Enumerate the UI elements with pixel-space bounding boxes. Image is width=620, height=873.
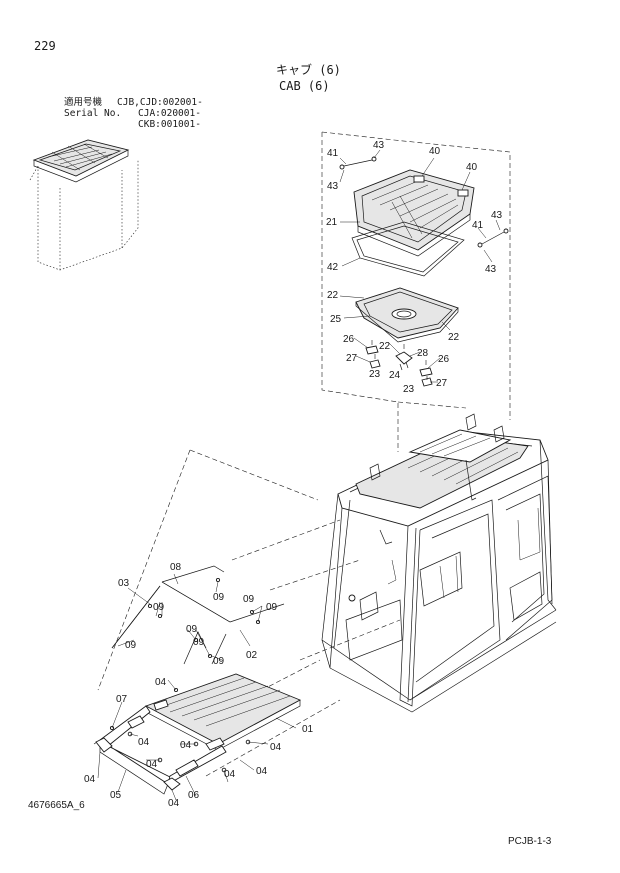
callout-04-f: 04	[224, 769, 236, 780]
callout-23-left: 23	[369, 369, 381, 380]
callout-09-b: 09	[243, 594, 255, 605]
serial-label-japanese: 適用号機	[64, 97, 103, 108]
callout-05: 05	[110, 790, 122, 801]
front-weatherstrip	[111, 585, 161, 649]
latch-hardware-group	[365, 340, 433, 387]
callout-09-a: 09	[213, 592, 225, 603]
callout-04-d: 04	[270, 742, 282, 753]
callout-25: 25	[330, 314, 342, 325]
callout-23-right: 23	[403, 384, 415, 395]
callout-04-h: 04	[84, 774, 96, 785]
callout-04-e: 04	[146, 759, 158, 770]
callout-27-left: 27	[346, 353, 358, 364]
callout-26-left: 26	[343, 334, 355, 345]
callout-06: 06	[188, 790, 200, 801]
callout-22-right: 22	[448, 332, 460, 343]
page-code: PCJB-1-3	[508, 836, 552, 847]
callout-26-right: 26	[438, 354, 450, 365]
callout-41-right: 41	[472, 220, 484, 231]
title-japanese: キャブ (6)	[276, 63, 341, 77]
gas-strut-right	[477, 228, 509, 248]
callout-43-lower-right: 43	[485, 264, 497, 275]
hatch-inner-panel	[355, 287, 459, 343]
callout-24: 24	[389, 370, 401, 381]
callout-42: 42	[327, 262, 339, 273]
lower-leader-lines	[97, 573, 297, 801]
upper-leader-lines	[339, 149, 501, 383]
callout-09-c: 09	[266, 602, 278, 613]
roof-panel	[144, 673, 302, 751]
callout-09-f: 09	[193, 637, 205, 648]
callout-04-g: 04	[256, 766, 268, 777]
callout-43-right: 43	[491, 210, 503, 221]
lower-assembly-guide-lines	[97, 449, 401, 777]
callout-09-e: 09	[186, 624, 198, 635]
callout-09-g: 09	[125, 640, 137, 651]
gas-strut-left	[339, 156, 377, 170]
callout-40-right: 40	[466, 162, 478, 173]
serial-line-3: CKB:001001-	[138, 119, 201, 130]
page-number: 229	[34, 39, 56, 53]
roof-hatch-cover	[353, 169, 475, 257]
callout-09-h: 09	[213, 656, 225, 667]
roof-cross-strip	[161, 581, 231, 623]
callout-43-left: 43	[327, 181, 339, 192]
serial-line-1: CJB,CJD:002001-	[117, 97, 203, 108]
callout-07: 07	[116, 694, 128, 705]
upper-assembly-guide-lines	[321, 131, 511, 452]
callout-09-d: 09	[153, 602, 165, 613]
callout-04-i: 04	[168, 798, 180, 809]
serial-label-english: Serial No.	[64, 108, 122, 119]
callout-04-a: 04	[155, 677, 167, 688]
callout-22-center: 22	[379, 341, 391, 352]
side-rail-strip	[161, 565, 285, 665]
drawing-id: 4676665A_6	[28, 800, 85, 811]
callout-04-b: 04	[138, 737, 150, 748]
callout-40-top: 40	[429, 146, 441, 157]
callout-27-right: 27	[436, 378, 448, 389]
callout-28: 28	[417, 348, 429, 359]
callout-02: 02	[246, 650, 258, 661]
cab-frame	[321, 413, 557, 713]
roof-lower-frame	[93, 699, 227, 795]
callout-01: 01	[302, 724, 314, 735]
hatch-seal	[351, 221, 465, 277]
callout-08: 08	[170, 562, 182, 573]
serial-line-2: CJA:020001-	[138, 108, 201, 119]
callout-04-c: 04	[180, 740, 192, 751]
callout-22-upper: 22	[327, 290, 339, 301]
callout-41-left: 41	[327, 148, 339, 159]
callout-21: 21	[326, 217, 338, 228]
callout-03: 03	[118, 578, 130, 589]
callout-43-top: 43	[373, 140, 385, 151]
cab-location-thumbnail	[29, 139, 139, 271]
title-english: CAB (6)	[279, 79, 330, 93]
